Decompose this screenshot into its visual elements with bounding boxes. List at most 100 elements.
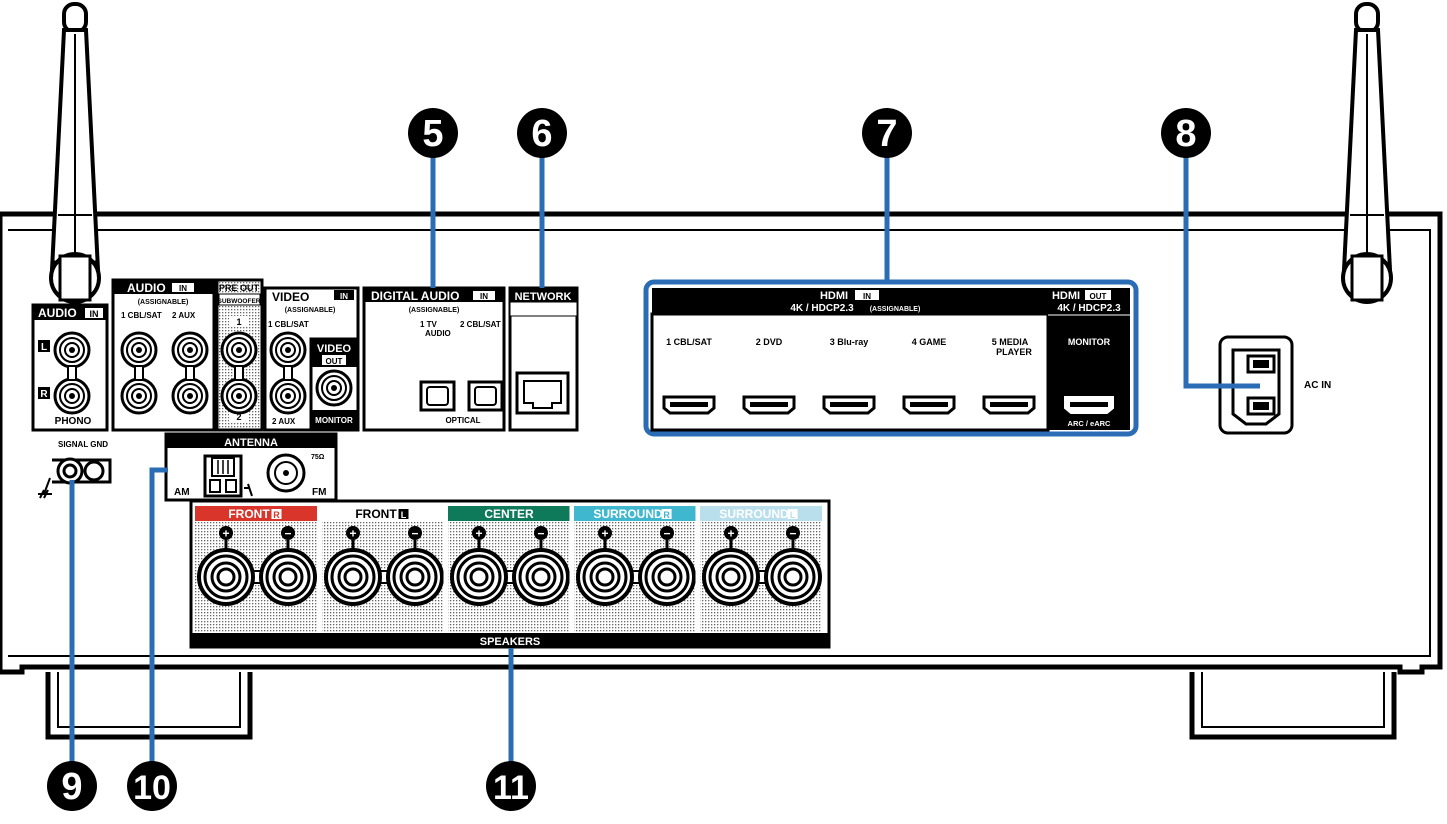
speaker-name: SURROUND <box>593 507 663 521</box>
callout-6: 6 <box>517 108 567 158</box>
speaker-terminal-plus <box>324 540 382 606</box>
speaker-channel-3: CENTER+ − <box>443 506 570 633</box>
speakers-footer: SPEAKERS <box>480 636 541 648</box>
speaker-mark: R <box>273 510 280 520</box>
plus-sign: + <box>349 527 356 541</box>
plus-badge <box>724 526 738 540</box>
hdmi-out-monitor: MONITOR <box>1068 337 1111 347</box>
hdmi-in-port-5 <box>982 395 1036 415</box>
speaker-name: SURROUND <box>719 507 789 521</box>
audio-in-2l <box>171 331 209 369</box>
video-in-jack-1 <box>269 331 307 369</box>
speaker-terminal-plus <box>702 540 760 606</box>
plus-badge <box>346 526 360 540</box>
ethernet-port <box>515 371 570 415</box>
audio-in-header: AUDIO <box>127 281 166 295</box>
digital-ch1a: 1 TV <box>420 320 438 329</box>
speaker-mark: L <box>790 510 796 520</box>
plus-sign: + <box>475 527 482 541</box>
jack-link <box>234 365 244 381</box>
audio-in-2r <box>171 377 209 415</box>
plus-badge <box>219 526 233 540</box>
video-in-sub: (ASSIGNABLE) <box>285 307 336 314</box>
hdmi-in-port-3 <box>822 395 876 415</box>
digital-optical: OPTICAL <box>445 416 480 425</box>
hdmi-out-arc: ARC / eARC <box>1068 419 1112 428</box>
antenna-ohm: 75Ω <box>311 454 325 461</box>
callout-7: 7 <box>862 108 912 158</box>
minus-sign: − <box>411 527 418 541</box>
minus-sign: − <box>537 527 544 541</box>
hdmi-in-port-2 <box>742 395 796 415</box>
speaker-terminal-plus <box>576 540 634 606</box>
hdmi-out-spec: 4K / HDCP2.3 <box>1057 303 1121 314</box>
audio-in-ch1: 1 CBL/SAT <box>121 311 162 320</box>
callout-9: 9 <box>47 761 97 811</box>
hdmi-in-sub: (ASSIGNABLE) <box>870 306 921 313</box>
chassis <box>0 211 1443 675</box>
callout-number: 7 <box>876 113 897 155</box>
minus-sign: − <box>284 527 291 541</box>
video-in-ch2: 2 AUX <box>272 417 296 426</box>
callout-number: 11 <box>493 769 529 807</box>
callout-number: 8 <box>1175 113 1196 155</box>
digital-tag: IN <box>480 292 488 301</box>
jack-link <box>283 365 293 381</box>
hdmi-out-tag: OUT <box>1090 292 1107 301</box>
speaker-terminal-minus <box>764 540 822 606</box>
antenna-fm: FM <box>312 487 326 498</box>
plus-badge <box>472 526 486 540</box>
preout-header: PRE OUT <box>219 283 260 293</box>
minus-badge <box>786 526 800 540</box>
hdmi-block: HDMI IN 4K / HDCP2.3 (ASSIGNABLE) 1 CBL/… <box>643 279 1139 437</box>
plus-badge <box>598 526 612 540</box>
signal-gnd: SIGNAL GND <box>38 440 112 499</box>
hdmi-input-4: 4 GAME <box>912 337 947 347</box>
audio-in-ch2: 2 AUX <box>172 311 196 320</box>
video-out-label: MONITOR <box>315 416 353 425</box>
audio-in-1l <box>120 331 158 369</box>
audio-in-tag: IN <box>179 284 187 293</box>
minus-badge <box>281 526 295 540</box>
ac-in-label: AC IN <box>1304 380 1331 391</box>
optical-port-2 <box>467 380 504 412</box>
wireless-antenna-right <box>1341 2 1393 304</box>
speaker-terminal-minus <box>638 540 696 606</box>
speaker-name: CENTER <box>484 507 534 521</box>
antenna-block: ANTENNA AM FM 75Ω <box>164 432 338 502</box>
preout-jack-2 <box>220 377 258 415</box>
callout-number: 6 <box>531 113 552 155</box>
callout-number: 5 <box>422 113 443 155</box>
hdmi-input-3: 3 Blu-ray <box>830 337 869 347</box>
digital-header: DIGITAL AUDIO <box>371 289 459 303</box>
digital-ch1b: AUDIO <box>425 329 451 338</box>
am-terminal <box>203 454 253 498</box>
speaker-mark-box <box>661 509 672 519</box>
speaker-mark-box <box>271 509 282 519</box>
video-out-jack <box>315 369 353 407</box>
left-foot <box>45 672 253 740</box>
audio-in-sub: (ASSIGNABLE) <box>138 299 189 306</box>
hdmi-in-port-4 <box>902 395 956 415</box>
plus-sign: + <box>601 527 608 541</box>
fm-terminal <box>266 453 306 493</box>
jack-link <box>134 365 144 381</box>
callout-number: 9 <box>61 766 82 808</box>
hdmi-out-port <box>1064 396 1114 414</box>
speaker-mark-box <box>398 509 409 519</box>
right-foot <box>1189 672 1397 740</box>
antenna-header: ANTENNA <box>224 437 278 449</box>
signal-gnd-label: SIGNAL GND <box>58 440 108 449</box>
video-in-tag: IN <box>340 292 348 301</box>
phono-jack-l <box>53 331 91 369</box>
speaker-terminal-minus <box>512 540 570 606</box>
speaker-mark: R <box>663 510 670 520</box>
minus-sign: − <box>789 527 796 541</box>
speaker-terminal-minus <box>386 540 444 606</box>
preout-n1: 1 <box>236 317 241 327</box>
phono-jack-r <box>53 377 91 415</box>
